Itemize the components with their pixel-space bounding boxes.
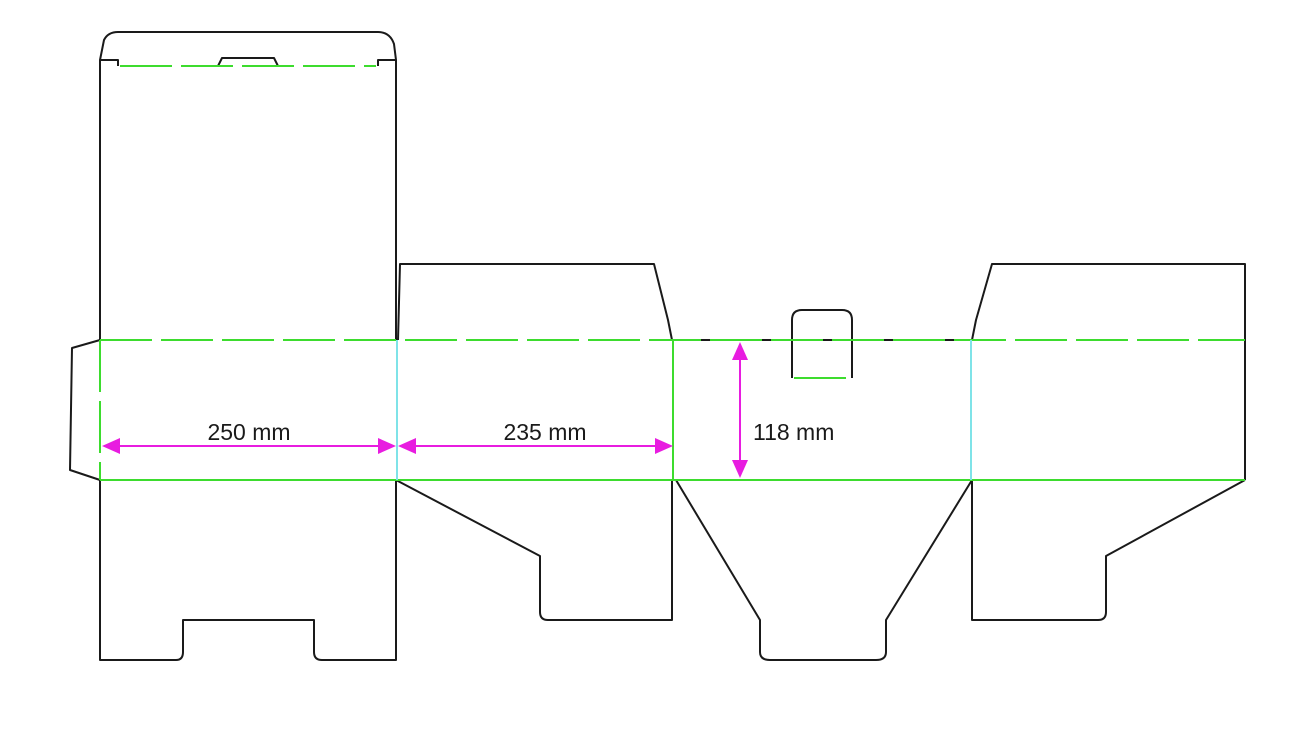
dust-flap-top-4	[971, 263, 1246, 341]
width-label: 235 mm	[503, 419, 586, 445]
bottom-flap-4	[971, 479, 1246, 621]
lid-panel	[99, 31, 397, 340]
dimension-height: 118 mm	[732, 342, 834, 478]
dimension-width: 235 mm	[398, 419, 673, 454]
fold-lines	[99, 339, 1245, 481]
length-label: 250 mm	[207, 419, 290, 445]
bottom-flap-2	[395, 479, 673, 621]
dimension-length: 250 mm	[102, 419, 396, 454]
dust-flap-top-2	[397, 263, 673, 341]
bottom-flap-1	[99, 480, 397, 661]
glue-flap	[69, 339, 101, 481]
tuck-tab	[791, 309, 853, 378]
bottom-flap-3	[675, 479, 973, 661]
height-label: 118 mm	[753, 419, 834, 445]
